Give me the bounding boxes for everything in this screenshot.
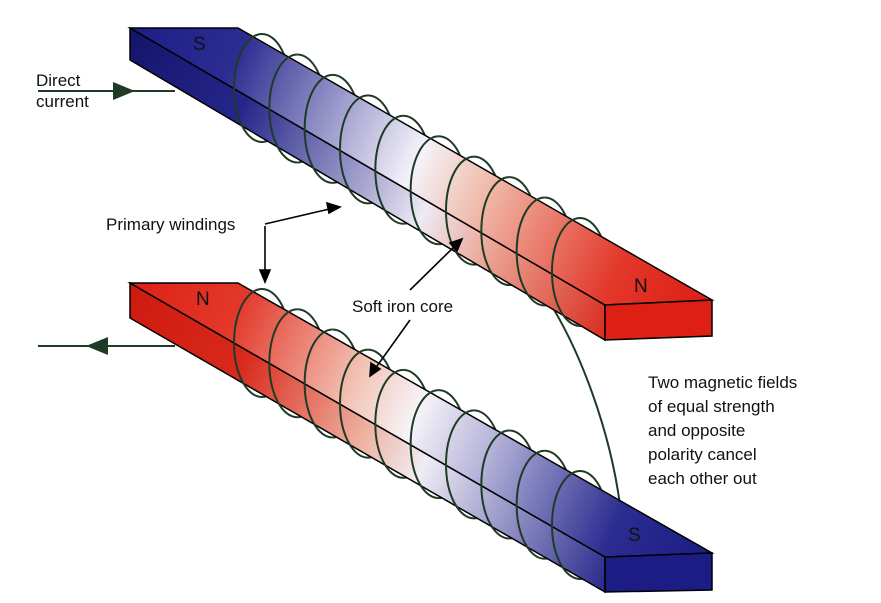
arrow-head-icon	[113, 82, 135, 100]
current-wires	[38, 82, 621, 506]
winding-loop	[339, 94, 369, 205]
upper-magnet-end-face	[604, 299, 713, 341]
winding-loop	[480, 176, 510, 287]
upper-left-pole-label: S	[193, 34, 206, 55]
winding-loop	[409, 135, 439, 246]
lower-coil-front	[233, 288, 581, 580]
upper-magnet-top	[127, 27, 715, 306]
pointer-arrow-icon	[369, 361, 382, 378]
annotation-pointers	[258, 201, 464, 378]
pointer-arrow-icon	[448, 237, 464, 253]
connecting-wire	[547, 299, 621, 506]
lower-right-pole-label: S	[628, 525, 641, 546]
winding-loop	[374, 368, 404, 479]
arrow-head-icon	[86, 337, 108, 355]
pointer-arrow-icon	[325, 201, 343, 215]
primary-windings-label: Primary windings	[106, 215, 235, 234]
winding-loop	[268, 308, 298, 419]
upper-right-pole-label: N	[634, 276, 648, 297]
winding-loop	[551, 470, 581, 580]
lower-left-pole-label: N	[196, 289, 210, 310]
direct-current-label: Direct current	[36, 71, 89, 111]
winding-loop	[233, 288, 263, 398]
pointer-line	[264, 206, 339, 225]
labels: Direct current Primary windings Soft iro…	[36, 71, 802, 488]
pointer-line	[409, 240, 461, 291]
polarity-note: Two magnetic fields of equal strength an…	[648, 373, 802, 488]
lower-magnet: N S	[127, 281, 715, 594]
pointer-line	[371, 319, 411, 374]
lower-magnet-side	[129, 281, 606, 594]
winding-loop	[515, 196, 545, 307]
winding-loop	[409, 389, 439, 500]
pointer-arrow-icon	[258, 269, 272, 285]
winding-loop	[233, 33, 263, 143]
upper-coil-front	[233, 33, 581, 327]
winding-loop	[374, 114, 404, 225]
upper-magnet: S N	[127, 26, 715, 342]
winding-loop	[339, 348, 369, 459]
winding-loop	[551, 217, 581, 327]
soft-iron-core-label: Soft iron core	[352, 297, 453, 316]
winding-loop	[480, 429, 510, 540]
winding-loop	[303, 328, 333, 439]
winding-loop	[445, 155, 475, 266]
winding-loop	[303, 73, 333, 184]
winding-loop	[515, 449, 545, 560]
winding-loop	[445, 409, 475, 520]
lower-magnet-end-face	[604, 552, 713, 593]
winding-loop	[268, 53, 298, 164]
